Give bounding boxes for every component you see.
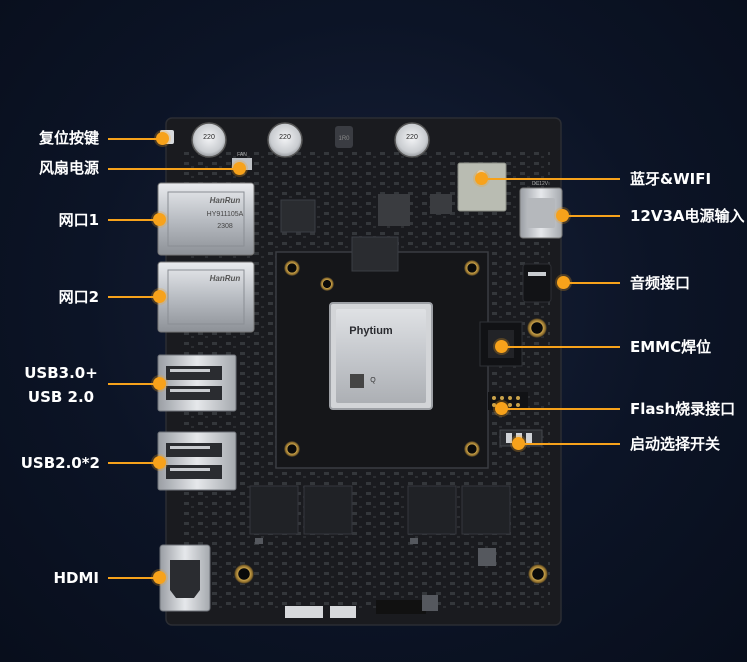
svg-text:220: 220 [279,134,291,141]
leader-boot [522,443,620,445]
wifi-module [457,162,507,212]
label-usb20x2: USB2.0*2 [20,454,100,472]
dot-flash [495,402,508,415]
label-flash: Flash烧录接口 [630,400,736,418]
label-ethernet-1: 网口1 [58,211,99,229]
usb30-port [157,354,237,412]
dot-bt [475,172,488,185]
leader-flash [505,408,620,410]
leader-bt [485,178,620,180]
hdmi-port [159,544,211,612]
label-audio-port: 音频接口 [630,274,691,292]
svg-text:HY911105A: HY911105A [207,211,244,218]
ram-chip [249,485,299,535]
leader-hdmi [108,577,158,579]
label-power-input: 12V3A电源输入 [630,207,745,225]
leader-reset [108,138,162,140]
leader-audio [567,282,620,284]
label-usb30: USB3.0+ [24,364,98,382]
leader-emmc [505,346,620,348]
dot-power [556,209,569,222]
cpu-socket-frame [275,251,489,469]
dot-audio [557,276,570,289]
ethernet-port-1: HanRun HY911105A 2308 [157,182,255,256]
dot-boot [512,437,525,450]
label-bluetooth-wifi: 蓝牙&WIFI [630,170,712,188]
label-fan-power: 风扇电源 [38,159,99,177]
audio-jack [522,263,552,303]
cpu-brand: Phytium [349,325,393,337]
label-ethernet-2: 网口2 [58,288,99,306]
dot-eth1 [153,213,166,226]
svg-text:1R0: 1R0 [338,136,350,142]
capacitor-group: 220 220 220 [191,122,430,158]
ethernet-port-2: HanRun [157,261,255,333]
label-reset-button: 复位按键 [38,129,99,147]
leader-usb30 [108,383,158,385]
svg-text:220: 220 [406,134,418,141]
dot-usb20 [153,456,166,469]
svg-text:HanRun: HanRun [210,274,241,283]
dot-reset [156,132,169,145]
leader-eth1 [108,219,158,221]
svg-text:DC12V: DC12V [532,181,549,187]
svg-text:FAN: FAN [237,152,247,158]
leader-fan [108,168,238,170]
leader-eth2 [108,296,158,298]
cpu-model: Q [370,377,376,384]
label-hdmi: HDMI [53,569,99,587]
svg-text:2308: 2308 [217,223,233,230]
label-usb20: USB 2.0 [27,388,95,406]
dot-emmc [495,340,508,353]
dot-usb30 [153,377,166,390]
leader-power [566,215,620,217]
svg-text:HanRun: HanRun [210,196,241,205]
usb20-port [157,431,237,491]
label-boot-switch: 启动选择开关 [630,435,721,453]
svg-text:220: 220 [203,134,215,141]
dot-eth2 [153,290,166,303]
dot-fan [233,162,246,175]
label-emmc: EMMC焊位 [630,338,712,356]
dot-hdmi [153,571,166,584]
leader-usb20 [108,462,158,464]
